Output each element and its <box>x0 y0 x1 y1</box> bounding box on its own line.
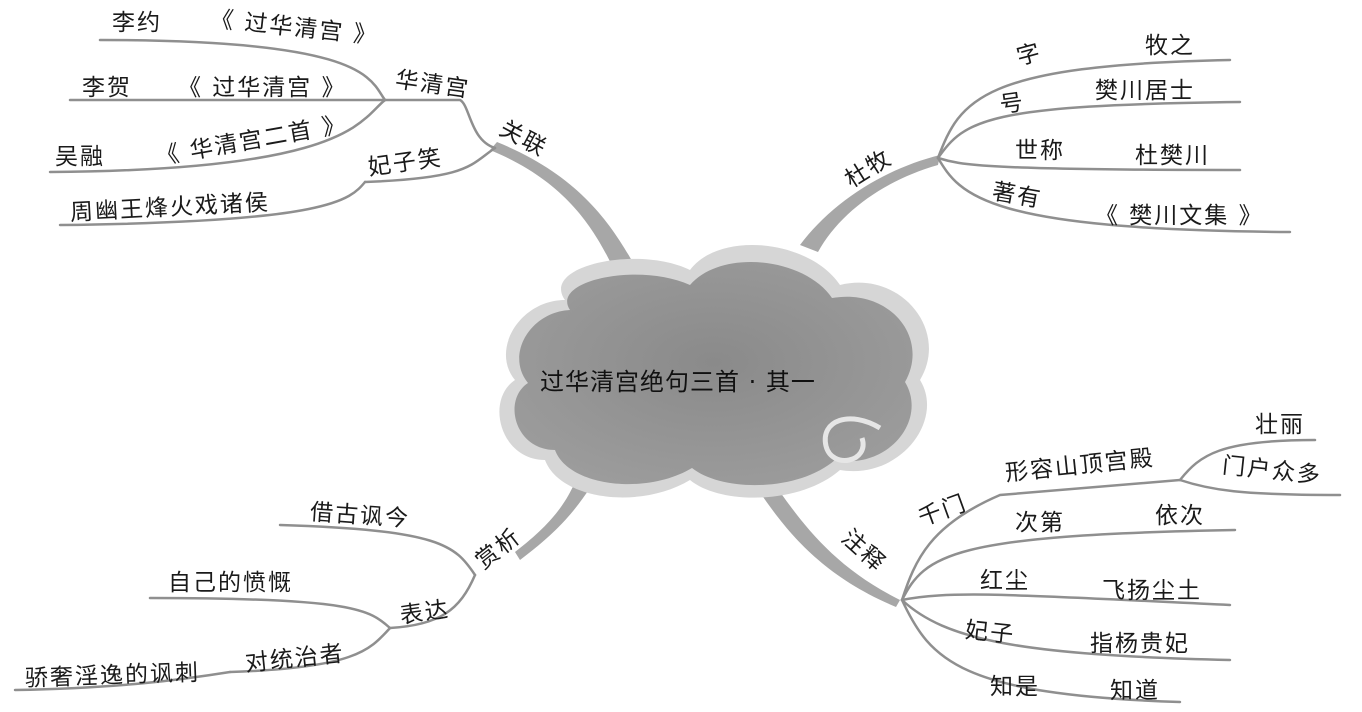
zhushi-value-yici: 依次 <box>1155 505 1205 528</box>
author-liyue: 李约 <box>112 12 162 35</box>
dumu-value-zi: 牧之 <box>1145 35 1195 58</box>
branch-zhushi <box>755 478 900 607</box>
zhushi-key-cidi: 次第 <box>1015 512 1065 535</box>
dumu-key-hao: 号 <box>999 91 1027 117</box>
author-lihe: 李贺 <box>82 77 132 100</box>
dumu-value-zhuyou: 《 樊川文集 》 <box>1095 205 1264 228</box>
dumu-value-shicheng: 杜樊川 <box>1135 145 1210 168</box>
branch-shangxi <box>515 482 590 560</box>
zhushi-key-hongchen: 红尘 <box>980 570 1030 593</box>
zhushi-value-zhiyangguifei: 指杨贵妃 <box>1090 633 1190 656</box>
qianmen-value-zhuangli: 壮丽 <box>1255 414 1305 437</box>
author-wurong: 吴融 <box>55 146 105 169</box>
twig-guanlian-huaqinggong <box>385 100 495 148</box>
biaoda-zijidefenkai: 自己的愤慨 <box>168 572 293 595</box>
zhushi-value-feiyangchentu: 飞扬尘土 <box>1102 580 1202 603</box>
zhushi-key-zhishi: 知是 <box>990 676 1040 699</box>
center-title: 过华清宫绝句三首 · 其一 <box>540 362 816 397</box>
twig-biaoda-1 <box>150 598 390 628</box>
work-lihe: 《 过华清宫 》 <box>178 77 347 100</box>
biaoda-jiaosheyinyi: 骄奢淫逸的讽刺 <box>25 662 201 691</box>
zhushi-value-zhidao: 知道 <box>1110 680 1160 703</box>
zhushi-key-feizi: 妃子 <box>964 619 1016 647</box>
twig-shangxi-jiegu <box>280 525 475 575</box>
dumu-value-hao: 樊川居士 <box>1095 80 1195 103</box>
dumu-key-shicheng: 世称 <box>1015 140 1065 163</box>
